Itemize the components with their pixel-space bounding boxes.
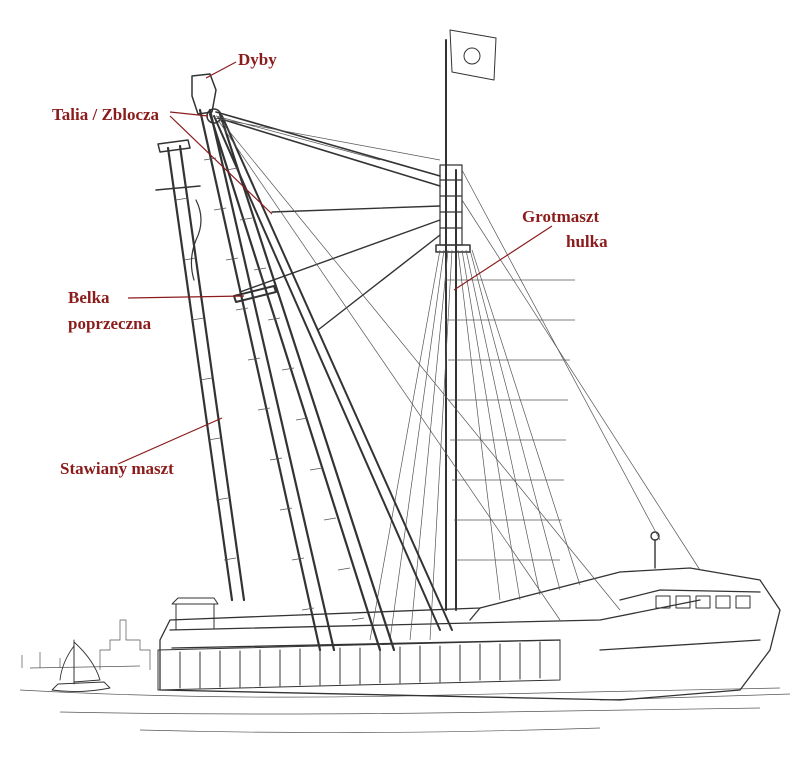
label-hulka: hulka (566, 232, 608, 251)
stern-crane (650, 531, 660, 569)
leader-dyby (205, 61, 237, 79)
leader-lines (117, 61, 553, 465)
water (19, 665, 791, 733)
floats (157, 639, 561, 691)
leader-talia-1 (169, 111, 209, 117)
crosstree (233, 285, 277, 303)
label-dyby: Dyby (238, 50, 277, 69)
label-belka: Belka (68, 288, 110, 307)
labels: Dyby Talia / Zblocza Grotmaszt hulka Bel… (52, 50, 608, 478)
leader-talia-2 (169, 115, 273, 215)
label-poprzeczna: poprzeczna (68, 314, 152, 333)
distant-town (21, 619, 151, 670)
deckhouse (171, 597, 219, 631)
main-mast (369, 29, 701, 641)
leader-belka (127, 295, 245, 299)
small-boat (51, 639, 111, 693)
leader-stawiany (117, 417, 223, 465)
hull (159, 567, 781, 701)
label-grotmaszt: Grotmaszt (522, 207, 599, 226)
label-talia-zblocza: Talia / Zblocza (52, 105, 160, 124)
sheer-guys (213, 111, 621, 621)
sheer-legs (191, 73, 453, 652)
stern-windows (655, 595, 751, 609)
label-stawiany-maszt: Stawiany maszt (60, 459, 174, 478)
erected-mast (155, 139, 246, 602)
leader-grotmaszt (453, 225, 553, 291)
